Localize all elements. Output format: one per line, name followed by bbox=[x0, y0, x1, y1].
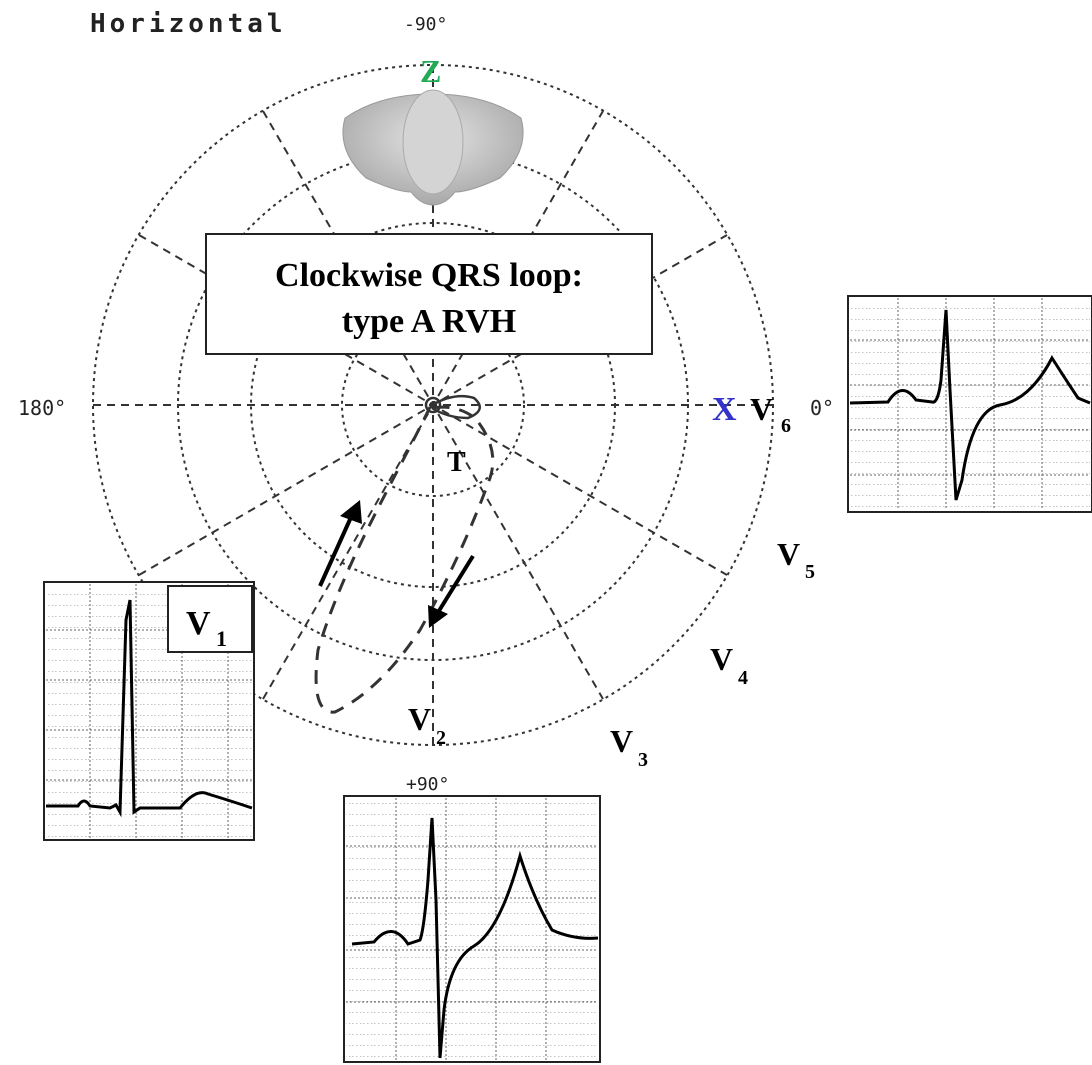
lead-v5-sub: 5 bbox=[805, 561, 815, 583]
ecg-strip-v1: V 1 bbox=[43, 581, 255, 841]
z-axis-label: Z bbox=[420, 53, 441, 89]
ecg-trace-v1 bbox=[46, 599, 253, 818]
t-loop-label: T bbox=[447, 447, 466, 478]
t-loop bbox=[424, 394, 481, 420]
loop-origin bbox=[424, 396, 442, 414]
lead-v2-sub: 2 bbox=[436, 727, 446, 749]
lead-label-v6: V 6 bbox=[750, 391, 791, 437]
lead-label-v2: V 2 bbox=[408, 701, 446, 749]
callout-line-1: Clockwise QRS loop: bbox=[275, 257, 583, 294]
lead-label-v4: V 4 bbox=[710, 641, 748, 689]
arrow-down-left-icon bbox=[428, 554, 475, 628]
lead-v1-sub: 1 bbox=[216, 626, 227, 651]
lead-v4-sub: 4 bbox=[738, 667, 748, 689]
angle-right-label: 0° bbox=[810, 396, 834, 420]
lead-v1-main: V bbox=[186, 605, 211, 642]
lead-v6-main: V bbox=[750, 391, 773, 427]
lead-v4-main: V bbox=[710, 641, 733, 677]
qrs-loop bbox=[314, 405, 495, 714]
ecg-trace-v6 bbox=[849, 309, 1091, 501]
lead-v6-sub: 6 bbox=[781, 415, 791, 437]
angle-bottom-label: +90° bbox=[406, 774, 449, 795]
lead-v5-main: V bbox=[777, 536, 800, 572]
angle-top-label: -90° bbox=[404, 14, 447, 35]
torso-silhouette-icon bbox=[342, 89, 524, 206]
lead-label-v5: V 5 bbox=[777, 536, 815, 583]
qrs-loop-path bbox=[314, 405, 495, 714]
ecg-strip-v6 bbox=[847, 295, 1092, 513]
x-axis-label: X bbox=[712, 391, 737, 428]
callout-line-2: type A RVH bbox=[342, 303, 516, 340]
angle-left-label: 180° bbox=[18, 396, 66, 420]
lead-v3-main: V bbox=[610, 723, 633, 759]
plane-title: Horizontal bbox=[90, 9, 287, 39]
ecg-strip-v2 bbox=[343, 795, 601, 1063]
lead-v1-tag bbox=[167, 585, 253, 653]
ecg-trace-v2 bbox=[351, 817, 599, 1059]
lead-label-v3: V 3 bbox=[610, 723, 648, 771]
lead-v2-main: V bbox=[408, 701, 431, 737]
arrow-up-right-icon bbox=[318, 500, 362, 587]
lead-v3-sub: 3 bbox=[638, 749, 648, 771]
t-loop-path bbox=[431, 394, 481, 420]
callout-box: Clockwise QRS loop: type A RVH bbox=[205, 233, 653, 355]
